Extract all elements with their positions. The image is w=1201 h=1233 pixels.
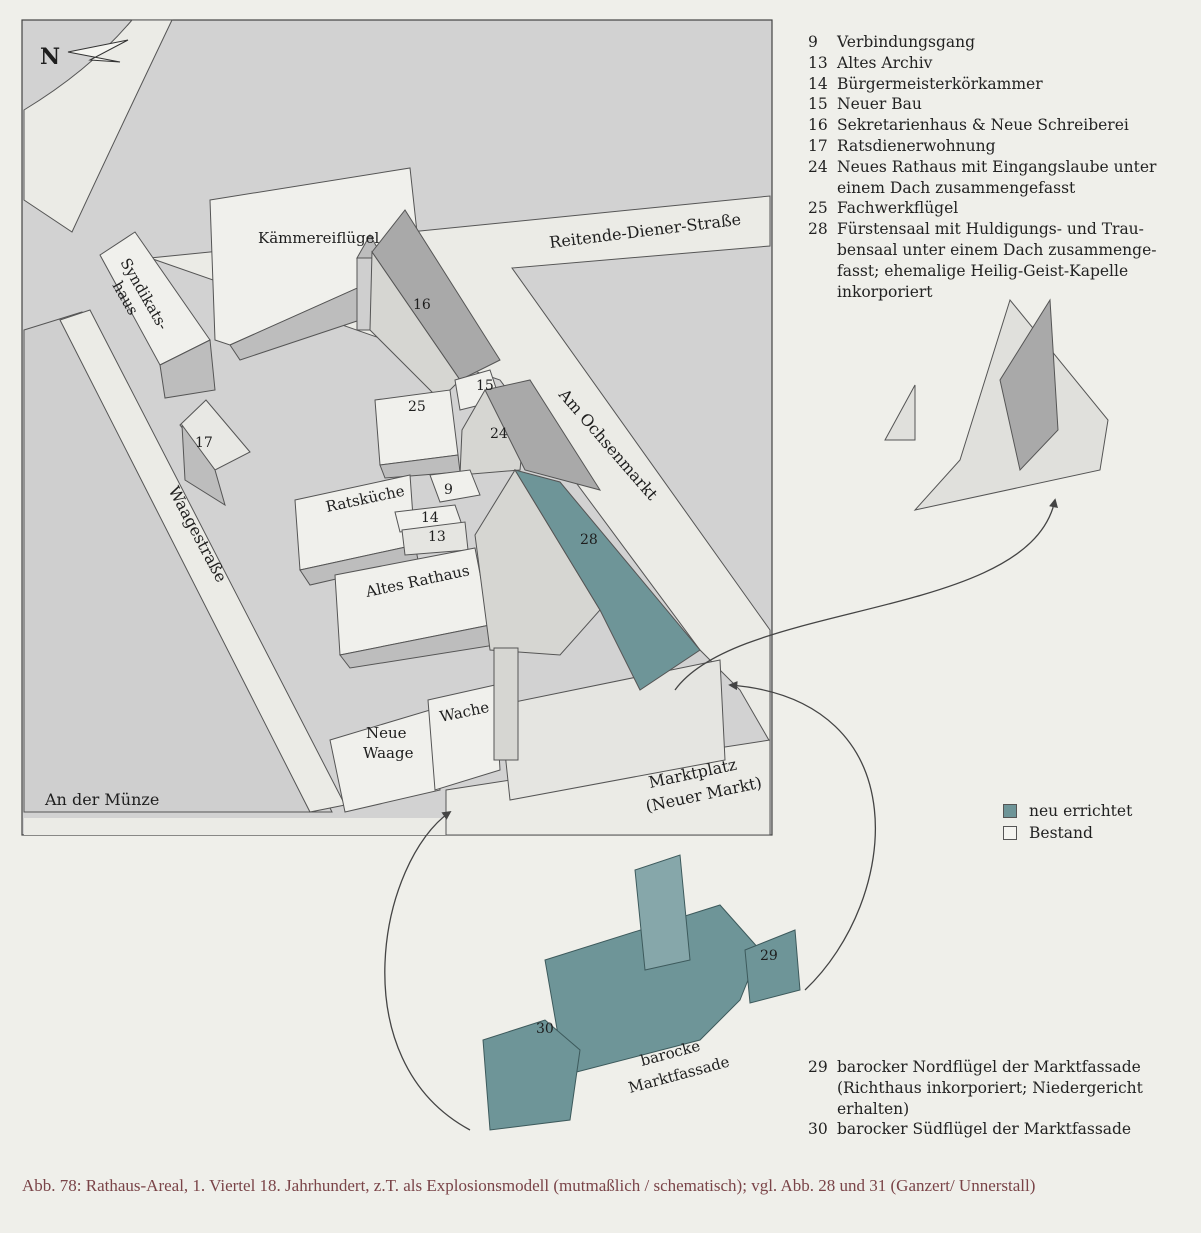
- num-24: 24: [490, 426, 508, 442]
- legend-row: erhalten): [837, 1099, 910, 1118]
- legend-row: fasst; ehemalige Heilig-Geist-Kapelle: [837, 261, 1129, 280]
- key-new: neu errichtet: [1003, 800, 1132, 822]
- color-key: neu errichtet Bestand: [1003, 800, 1132, 844]
- legend-row: (Richthaus inkorporiert; Niedergericht: [837, 1078, 1143, 1097]
- explosion-arrows: [384, 498, 1058, 1131]
- streets: [23, 19, 771, 836]
- legend-row: einem Dach zusammengefasst: [837, 178, 1076, 197]
- figure-caption: Abb. 78: Rathaus-Areal, 1. Viertel 18. J…: [22, 1176, 1036, 1195]
- key-existing: Bestand: [1003, 822, 1132, 844]
- street-an-der-muenze: An der Münze: [44, 790, 159, 809]
- num-15: 15: [476, 378, 494, 394]
- label-kaemmereifluegel: Kämmereiflügel: [258, 229, 379, 247]
- num-9: 9: [444, 482, 453, 498]
- compass-letter: N: [40, 44, 60, 70]
- legend-row: inkorporiert: [837, 282, 933, 301]
- key-swatch-existing: [1003, 826, 1017, 840]
- num-29: 29: [760, 948, 778, 964]
- key-swatch-new: [1003, 804, 1017, 818]
- num-14: 14: [421, 510, 439, 526]
- north-arrow: N: [40, 39, 129, 70]
- num-28: 28: [580, 532, 598, 548]
- num-17: 17: [195, 435, 213, 451]
- num-13: 13: [428, 529, 446, 545]
- building-28-new-part: [513, 469, 701, 691]
- label-neue-waage-2: Waage: [363, 744, 414, 762]
- baroque-facade: [482, 854, 801, 1131]
- num-16: 16: [413, 297, 431, 313]
- num-25: 25: [408, 399, 426, 415]
- existing-buildings: [99, 167, 726, 813]
- exploded-spires: [884, 298, 1109, 511]
- label-neue-waage-1: Neue: [366, 724, 407, 742]
- legend-row: bensaal unter einem Dach zusammenge-: [837, 240, 1157, 259]
- num-30: 30: [536, 1021, 554, 1037]
